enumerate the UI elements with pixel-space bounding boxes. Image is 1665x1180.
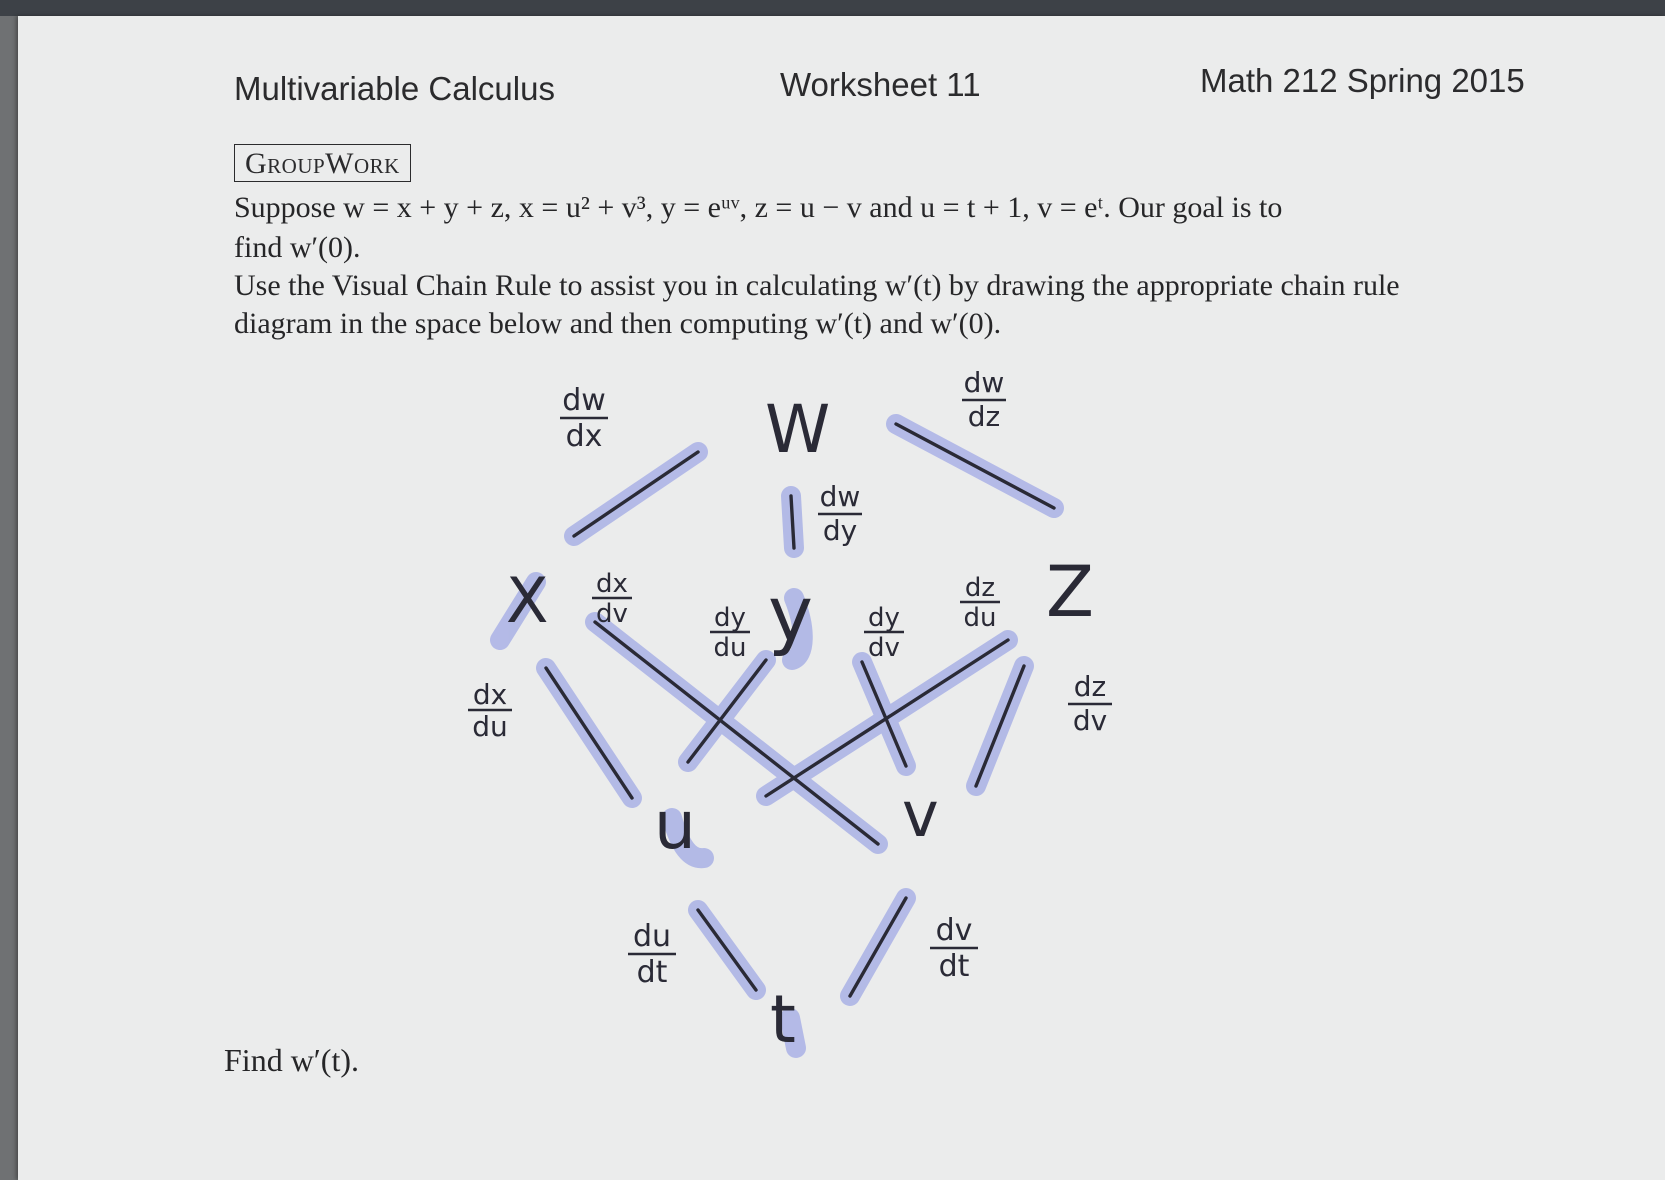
problem-line-3: Use the Visual Chain Rule to assist you … — [234, 269, 1400, 302]
label-dy-du: dy du — [710, 603, 750, 663]
node-highlight-t — [780, 1008, 806, 1058]
problem-line-2: find w′(0). — [234, 231, 361, 264]
label-dw-dz-num: dw — [964, 366, 1005, 399]
node-x: X — [506, 564, 548, 637]
node-highlight-u — [662, 808, 714, 869]
label-dw-dx-den: dx — [566, 419, 603, 454]
highlighter-strokes — [490, 414, 1064, 1058]
label-du-dt-num: du — [633, 919, 671, 954]
label-du-dt: du dt — [628, 919, 676, 990]
label-dz-du-num: dz — [965, 573, 995, 603]
edge-y-v — [860, 660, 908, 768]
label-dz-du-den: du — [964, 603, 997, 633]
label-dw-dx: dw dx — [560, 383, 608, 454]
label-dx-du-num: dx — [473, 678, 507, 711]
label-dz-dv-num: dz — [1074, 670, 1106, 703]
worksheet-page — [18, 16, 1665, 1180]
node-u: u — [654, 787, 696, 864]
label-dx-du: dx du — [468, 678, 512, 743]
node-w: W — [765, 391, 830, 468]
label-dz-dv: dz dv — [1068, 670, 1112, 737]
course-title: Multivariable Calculus — [234, 70, 555, 107]
label-dz-dv-den: dv — [1073, 704, 1107, 737]
node-z: Z — [1046, 551, 1094, 633]
node-highlight-y — [782, 588, 813, 670]
label-dw-dy-num: dw — [820, 480, 861, 513]
label-dy-dv: dy dv — [864, 603, 904, 663]
label-dw-dy: dw dy — [818, 480, 862, 547]
term-title: Math 212 Spring 2015 — [1200, 62, 1525, 99]
label-dv-dt-num: dv — [936, 913, 973, 948]
label-dx-dv: dx dv — [592, 569, 632, 629]
edge-x-v — [593, 620, 880, 846]
edge-w-x — [572, 450, 700, 538]
edge-w-z — [894, 422, 1056, 510]
edge-v-t — [848, 896, 908, 998]
label-dw-dx-num: dw — [562, 383, 606, 418]
label-dw-dz: dw dz — [962, 366, 1006, 433]
edge-u-t — [696, 908, 758, 992]
ink-strokes — [544, 422, 1056, 998]
find-prompt: Find w′(t). — [224, 1042, 359, 1078]
node-v: v — [902, 778, 939, 851]
groupwork-box: GroupWork — [234, 144, 411, 182]
label-dy-du-den: du — [714, 633, 747, 663]
label-dy-du-num: dy — [714, 603, 746, 633]
label-du-dt-den: dt — [637, 955, 668, 990]
label-dz-du: dz du — [960, 573, 1000, 633]
edge-w-y — [789, 494, 796, 550]
label-dx-dv-num: dx — [596, 569, 628, 599]
label-dy-dv-den: dv — [868, 633, 900, 663]
label-dx-dv-den: dv — [596, 599, 628, 629]
edge-z-u — [764, 638, 1010, 798]
edge-highlight-x-mark — [490, 572, 546, 650]
node-y: y — [768, 569, 813, 658]
problem-line-1: Suppose w = x + y + z, x = u² + v³, y = … — [234, 191, 1283, 224]
worksheet-title: Worksheet 11 — [780, 66, 981, 103]
node-t: t — [770, 981, 796, 1058]
label-dw-dy-den: dy — [823, 514, 857, 547]
label-dw-dz-den: dz — [968, 400, 1000, 433]
label-dx-du-den: du — [472, 710, 508, 743]
edge-x-u — [544, 666, 634, 800]
label-dy-dv-num: dy — [868, 603, 900, 633]
label-dv-dt: dv dt — [930, 913, 978, 984]
label-dv-dt-den: dt — [939, 949, 970, 984]
edge-y-u — [686, 658, 768, 764]
edge-z-v — [974, 664, 1026, 788]
problem-line-4: diagram in the space below and then comp… — [234, 307, 1002, 340]
top-bezel — [0, 0, 1665, 16]
